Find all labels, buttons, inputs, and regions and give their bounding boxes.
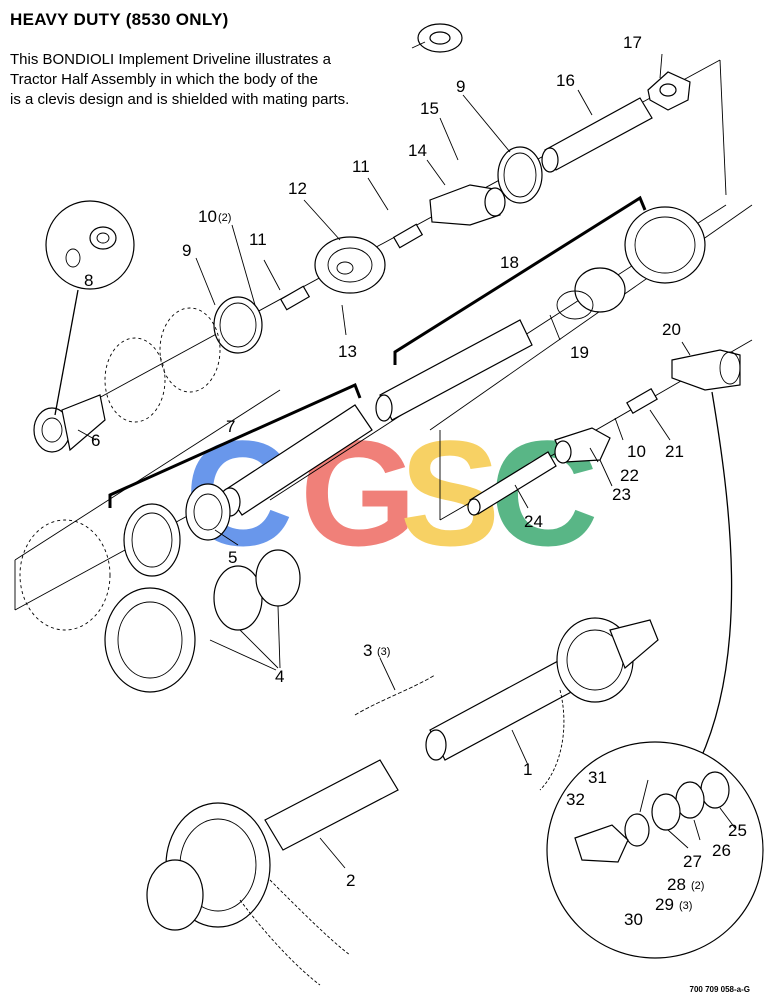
shield-ring: [123, 503, 181, 577]
ghost-rings: [104, 307, 221, 423]
part-19-cone: [556, 206, 706, 320]
part-18: [375, 195, 647, 422]
part-23: [554, 427, 611, 464]
callout-25: 25: [728, 821, 747, 840]
part-20: [671, 349, 741, 761]
callout-11-left: 11: [249, 230, 267, 249]
callout-31: 31: [588, 768, 607, 787]
callout-27: 27: [683, 852, 702, 871]
part-14: [429, 184, 506, 226]
part-12: [314, 236, 386, 294]
part-6: [33, 394, 106, 453]
callout-28: 28: [667, 875, 686, 894]
callout-26: 26: [712, 841, 731, 860]
callout-3: 3: [363, 641, 372, 660]
callout-10-left: 10: [198, 207, 217, 226]
part-1: [425, 617, 659, 791]
callout-21: 21: [665, 442, 684, 461]
part-4: [104, 549, 301, 693]
callout-15: 15: [420, 99, 439, 118]
description: This BONDIOLI Implement Driveline illust…: [10, 50, 430, 110]
callout-29-qty: (3): [679, 900, 692, 912]
callout-12: 12: [288, 179, 307, 198]
part-17: [647, 71, 691, 111]
part-9-left: [213, 296, 263, 354]
callout-8: 8: [84, 271, 93, 290]
part-9-top: [497, 146, 543, 204]
part-11-cross: [279, 223, 424, 311]
part-16: [541, 97, 653, 173]
drawing-code: 700 709 058-a-G: [689, 985, 751, 994]
callout-9-left: 9: [182, 241, 191, 260]
callout-29: 29: [655, 895, 674, 914]
callout-23: 23: [612, 485, 631, 504]
part-5: [185, 483, 231, 541]
callout-10-right: 10: [627, 442, 646, 461]
callout-22: 22: [620, 466, 639, 485]
top-yoke-illustration: [411, 23, 463, 53]
callout-32: 32: [566, 790, 585, 809]
callout-5: 5: [228, 548, 237, 567]
part-3-chain: [354, 657, 436, 716]
part-21-cross: [626, 387, 658, 415]
callout-4: 4: [275, 667, 284, 686]
part-24: [467, 451, 557, 516]
callout-30: 30: [624, 910, 643, 929]
callout-13: 13: [338, 342, 357, 361]
part-2: [146, 759, 399, 986]
callout-17: 17: [623, 33, 642, 52]
callout-24: 24: [524, 512, 543, 531]
description-line: This BONDIOLI Implement Driveline illust…: [10, 51, 331, 68]
callout-20: 20: [662, 320, 681, 339]
callout-9-top: 9: [456, 77, 465, 96]
description-line: is a clevis design and is shielded with …: [10, 91, 350, 108]
callout-6: 6: [91, 431, 100, 450]
callout-28-qty: (2): [691, 880, 704, 892]
callout-14: 14: [408, 141, 427, 160]
callout-3-qty: (3): [377, 646, 390, 658]
callout-19: 19: [570, 343, 589, 362]
callout-16: 16: [556, 71, 575, 90]
callout-1: 1: [523, 760, 532, 779]
callout-labels: 1 2 3 (3) 4 5 6 7 8 9 9 10 (2) 10 11 11 …: [84, 33, 747, 929]
callout-2: 2: [346, 871, 355, 890]
callout-10-left-qty: (2): [218, 212, 231, 224]
page-title: HEAVY DUTY (8530 ONLY): [10, 10, 229, 29]
leader-lines: [77, 53, 691, 546]
callout-11-top: 11: [352, 157, 370, 176]
part-8-inset: [45, 200, 135, 416]
description-line: Tractor Half Assembly in which the body …: [10, 71, 318, 88]
callout-7: 7: [226, 417, 235, 436]
callout-18: 18: [500, 253, 519, 272]
ghost-shield: [19, 519, 111, 631]
detail-inset: [546, 741, 764, 959]
